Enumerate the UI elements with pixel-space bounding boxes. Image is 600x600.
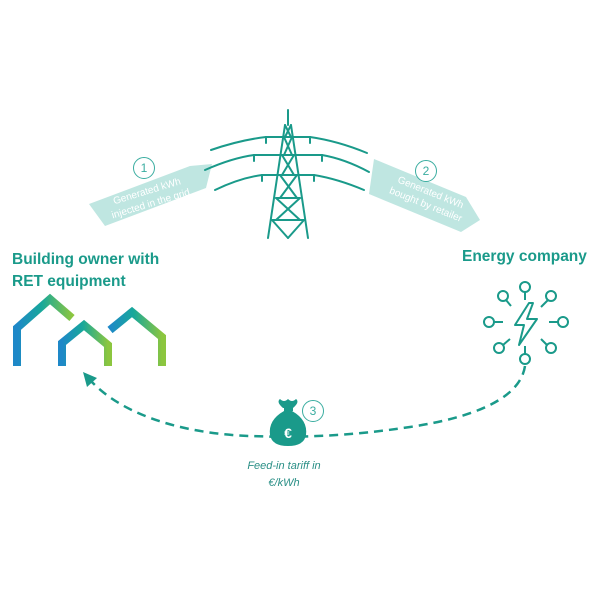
- euro-money-bag-icon: €: [269, 399, 307, 446]
- building-owner-line-2: RET equipment: [12, 273, 126, 290]
- building-owner-label: Building owner with RET equipment: [12, 249, 202, 293]
- svg-text:€: €: [284, 425, 292, 441]
- arrow-2-shape: [369, 159, 480, 232]
- step-1-badge: 1: [133, 157, 155, 179]
- dashed-return-path: [89, 365, 527, 438]
- building-owner-line-1: Building owner with: [12, 251, 160, 268]
- arrow-1-shape: [89, 164, 212, 226]
- step-3-badge: 3: [302, 400, 324, 422]
- feed-in-tariff-label: Feed-in tariff in €/kWh: [224, 458, 344, 492]
- energy-company-label: Energy company: [462, 248, 587, 265]
- houses-icon: [13, 293, 166, 370]
- power-pylon-icon: [204, 109, 370, 239]
- step-2-badge: 2: [415, 160, 437, 182]
- tariff-line-1: Feed-in tariff in: [247, 460, 321, 472]
- tariff-line-2: €/kWh: [268, 477, 300, 489]
- dashed-arrowhead: [83, 372, 97, 387]
- energy-network-icon: [483, 281, 569, 365]
